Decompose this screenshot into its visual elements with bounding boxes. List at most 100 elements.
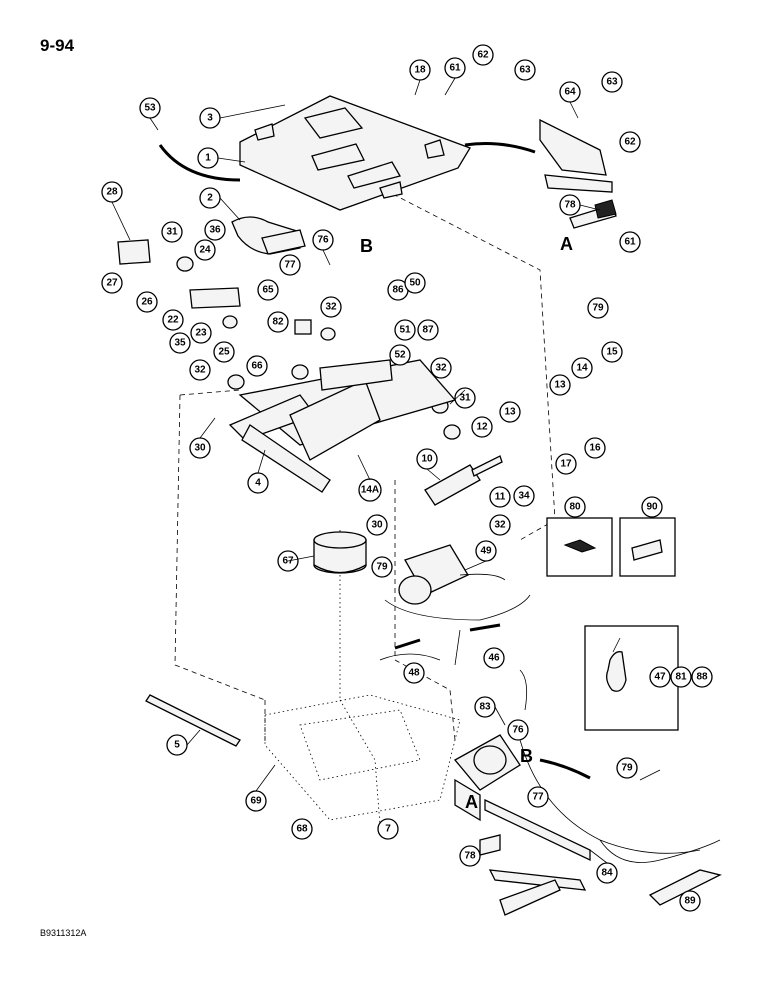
- callout-47: 47: [649, 666, 671, 688]
- callout-76: 76: [507, 719, 529, 741]
- svg-text:62: 62: [624, 137, 636, 148]
- svg-text:69: 69: [250, 796, 262, 807]
- callout-24: 24: [194, 239, 216, 261]
- callout-79: 79: [587, 297, 609, 319]
- svg-text:63: 63: [606, 77, 618, 88]
- callout-13: 13: [499, 401, 521, 423]
- svg-text:32: 32: [325, 302, 337, 313]
- svg-text:32: 32: [435, 363, 447, 374]
- svg-text:52: 52: [394, 350, 406, 361]
- callout-48: 48: [403, 662, 425, 684]
- svg-text:78: 78: [464, 851, 476, 862]
- svg-text:79: 79: [621, 763, 633, 774]
- figure-code: B9311312A: [40, 928, 87, 938]
- svg-text:12: 12: [476, 422, 488, 433]
- callout-78: 78: [459, 845, 481, 867]
- callout-66: 66: [246, 355, 268, 377]
- svg-text:84: 84: [601, 868, 613, 879]
- callout-50: 50: [404, 272, 426, 294]
- svg-text:81: 81: [675, 672, 687, 683]
- callout-11: 11: [489, 486, 511, 508]
- callout-79: 79: [616, 757, 638, 779]
- svg-text:86: 86: [392, 285, 404, 296]
- callout-1: 1: [197, 147, 219, 169]
- callout-82: 82: [267, 311, 289, 333]
- svg-text:64: 64: [564, 87, 576, 98]
- callout-61: 61: [444, 57, 466, 79]
- svg-text:36: 36: [209, 225, 221, 236]
- callout-52: 52: [389, 344, 411, 366]
- shock-absorber: [424, 464, 481, 506]
- callout-23: 23: [190, 322, 212, 344]
- callout-7: 7: [377, 818, 399, 840]
- svg-text:32: 32: [194, 365, 206, 376]
- callout-14: 14: [571, 357, 593, 379]
- svg-text:61: 61: [624, 237, 636, 248]
- callout-5: 5: [166, 734, 188, 756]
- callout-25: 25: [213, 341, 235, 363]
- svg-text:79: 79: [376, 562, 388, 573]
- callout-16: 16: [584, 437, 606, 459]
- svg-text:13: 13: [554, 380, 566, 391]
- svg-text:47: 47: [654, 672, 666, 683]
- callout-63: 63: [601, 71, 623, 93]
- callout-30: 30: [189, 437, 211, 459]
- callout-18: 18: [409, 59, 431, 81]
- callout-51: 51: [394, 319, 416, 341]
- svg-text:26: 26: [141, 297, 153, 308]
- svg-text:68: 68: [296, 824, 308, 835]
- svg-text:78: 78: [564, 200, 576, 211]
- svg-text:16: 16: [589, 443, 601, 454]
- svg-text:51: 51: [399, 325, 411, 336]
- svg-text:32: 32: [494, 520, 506, 531]
- callout-46: 46: [483, 647, 505, 669]
- svg-text:30: 30: [194, 443, 206, 454]
- svg-text:22: 22: [167, 315, 179, 326]
- svg-text:35: 35: [174, 338, 186, 349]
- svg-text:1: 1: [205, 153, 211, 164]
- svg-text:49: 49: [480, 546, 492, 557]
- seat-base-plate: [264, 694, 461, 821]
- callout-78: 78: [559, 194, 581, 216]
- page-number: 9-94: [40, 36, 75, 55]
- callout-32: 32: [489, 514, 511, 536]
- svg-text:5: 5: [174, 740, 180, 751]
- callout-17: 17: [555, 453, 577, 475]
- svg-text:13: 13: [504, 407, 516, 418]
- svg-text:14: 14: [576, 363, 588, 374]
- svg-text:63: 63: [519, 65, 531, 76]
- callout-81: 81: [670, 666, 692, 688]
- ref-letter-b-top: B: [360, 236, 373, 256]
- svg-text:31: 31: [166, 227, 178, 238]
- callout-61: 61: [619, 231, 641, 253]
- svg-text:79: 79: [592, 303, 604, 314]
- callout-68: 68: [291, 818, 313, 840]
- callout-83: 83: [474, 696, 496, 718]
- svg-text:48: 48: [408, 668, 420, 679]
- seat-outline-dashed: [384, 189, 556, 541]
- svg-text:17: 17: [560, 459, 572, 470]
- svg-text:76: 76: [512, 725, 524, 736]
- callout-28: 28: [101, 181, 123, 203]
- svg-text:80: 80: [569, 502, 581, 513]
- svg-text:10: 10: [421, 454, 433, 465]
- callout-89: 89: [679, 890, 701, 912]
- callout-4: 4: [247, 472, 269, 494]
- svg-text:77: 77: [284, 260, 296, 271]
- ref-letter-a-bottom: A: [465, 792, 478, 812]
- callout-12: 12: [471, 416, 493, 438]
- seat-base-frame: [484, 798, 591, 862]
- svg-text:90: 90: [646, 502, 658, 513]
- svg-text:88: 88: [696, 672, 708, 683]
- callout-76: 76: [312, 229, 334, 251]
- svg-text:11: 11: [495, 492, 506, 503]
- svg-text:76: 76: [317, 235, 329, 246]
- svg-text:28: 28: [106, 187, 118, 198]
- callout-31: 31: [454, 387, 476, 409]
- svg-text:83: 83: [479, 702, 491, 713]
- callout-77: 77: [527, 786, 549, 808]
- svg-text:65: 65: [262, 285, 274, 296]
- ref-letter-b-bottom: B: [520, 746, 533, 766]
- callout-2: 2: [199, 187, 221, 209]
